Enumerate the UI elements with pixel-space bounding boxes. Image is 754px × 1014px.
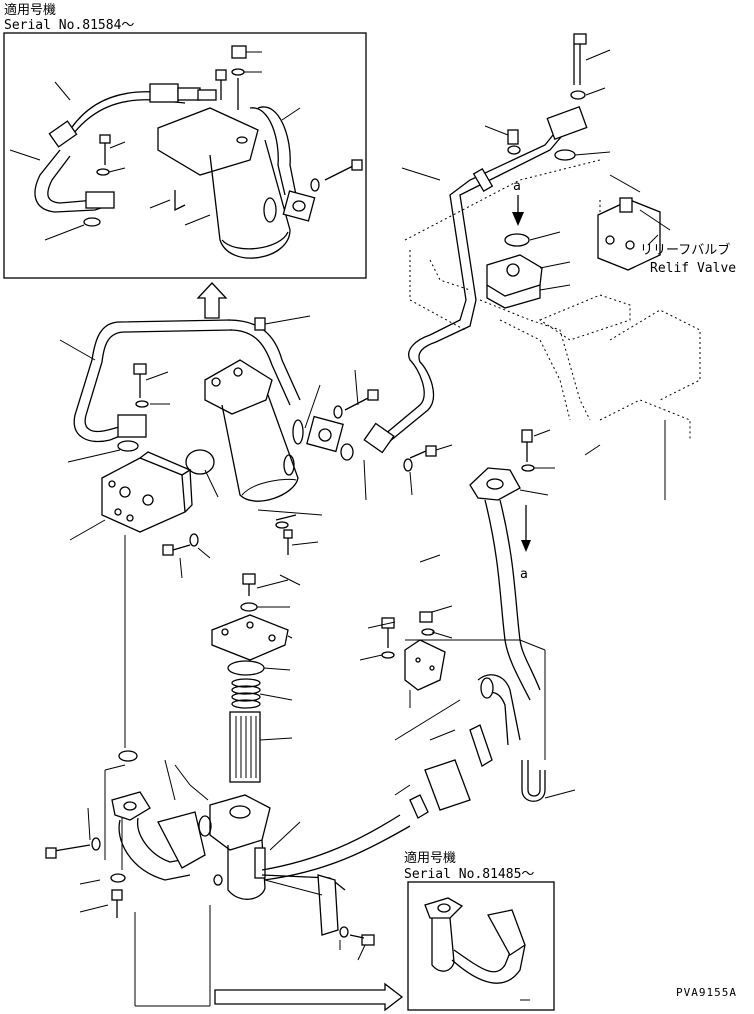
pipe-top-bolt xyxy=(254,315,311,331)
spring xyxy=(231,678,261,709)
suction-pipe xyxy=(73,319,301,452)
callout-a-upper-label: a xyxy=(513,179,521,194)
inset-tube xyxy=(34,149,111,213)
relief-valve-label-en: Relif Valve xyxy=(650,261,736,276)
inset-bottom-frame xyxy=(407,881,555,1011)
inset-top-frame xyxy=(3,32,367,279)
relief-pipe xyxy=(363,33,611,496)
valve-o-ring xyxy=(504,233,530,247)
filter-case xyxy=(189,784,411,961)
u-bolt xyxy=(521,760,546,802)
suction-tube-lower xyxy=(45,759,212,918)
inset-top-serial: Serial No.81584～ xyxy=(4,18,134,33)
filter-flange xyxy=(306,369,379,501)
suction-hose xyxy=(157,811,206,869)
main-filter xyxy=(204,359,321,502)
inset-link-arrow xyxy=(196,282,228,319)
drawing-code: PVA9155A xyxy=(676,986,737,999)
inset-flange xyxy=(85,191,115,209)
cover-o-ring xyxy=(227,660,265,676)
bracket-hose xyxy=(359,605,576,819)
inset-bottom-leader xyxy=(134,905,404,1012)
return-pipe: a xyxy=(469,429,555,701)
relief-valve-label: リリーフバルブ Relif Valve xyxy=(640,242,736,276)
clamp-bolt xyxy=(59,339,170,463)
bracket-plate xyxy=(317,874,339,936)
inset-bottom-title: 適用号機 xyxy=(404,850,456,866)
hose-sleeve xyxy=(424,759,471,811)
o-ring xyxy=(118,750,138,762)
hydraulic-pump xyxy=(69,449,219,579)
filter-element-stack xyxy=(211,573,293,783)
filter-element xyxy=(229,711,261,783)
inset-hose-fitting xyxy=(149,83,179,103)
inset-pipe xyxy=(249,107,286,196)
filter-lower-bolts xyxy=(257,509,323,555)
inset-filter-body xyxy=(209,139,291,259)
filter-cover xyxy=(211,614,289,661)
pipe-clamp xyxy=(117,414,147,438)
inset-top: 適用号機 Serial No.81584～ xyxy=(3,2,367,279)
leader-stubs xyxy=(279,444,601,586)
relief-valve-area xyxy=(404,159,701,500)
inset-bottom-serial: Serial No.81485～ xyxy=(404,867,534,882)
callout-a-upper: a xyxy=(512,179,524,226)
inset-bottom: 適用号機 Serial No.81485～ xyxy=(404,850,555,1011)
inset-filter-head xyxy=(157,107,259,176)
callout-a-lower-label: a xyxy=(520,567,528,582)
relief-valve-label-jp: リリーフバルブ xyxy=(640,242,730,258)
inset-top-title: 適用号機 xyxy=(4,2,56,18)
